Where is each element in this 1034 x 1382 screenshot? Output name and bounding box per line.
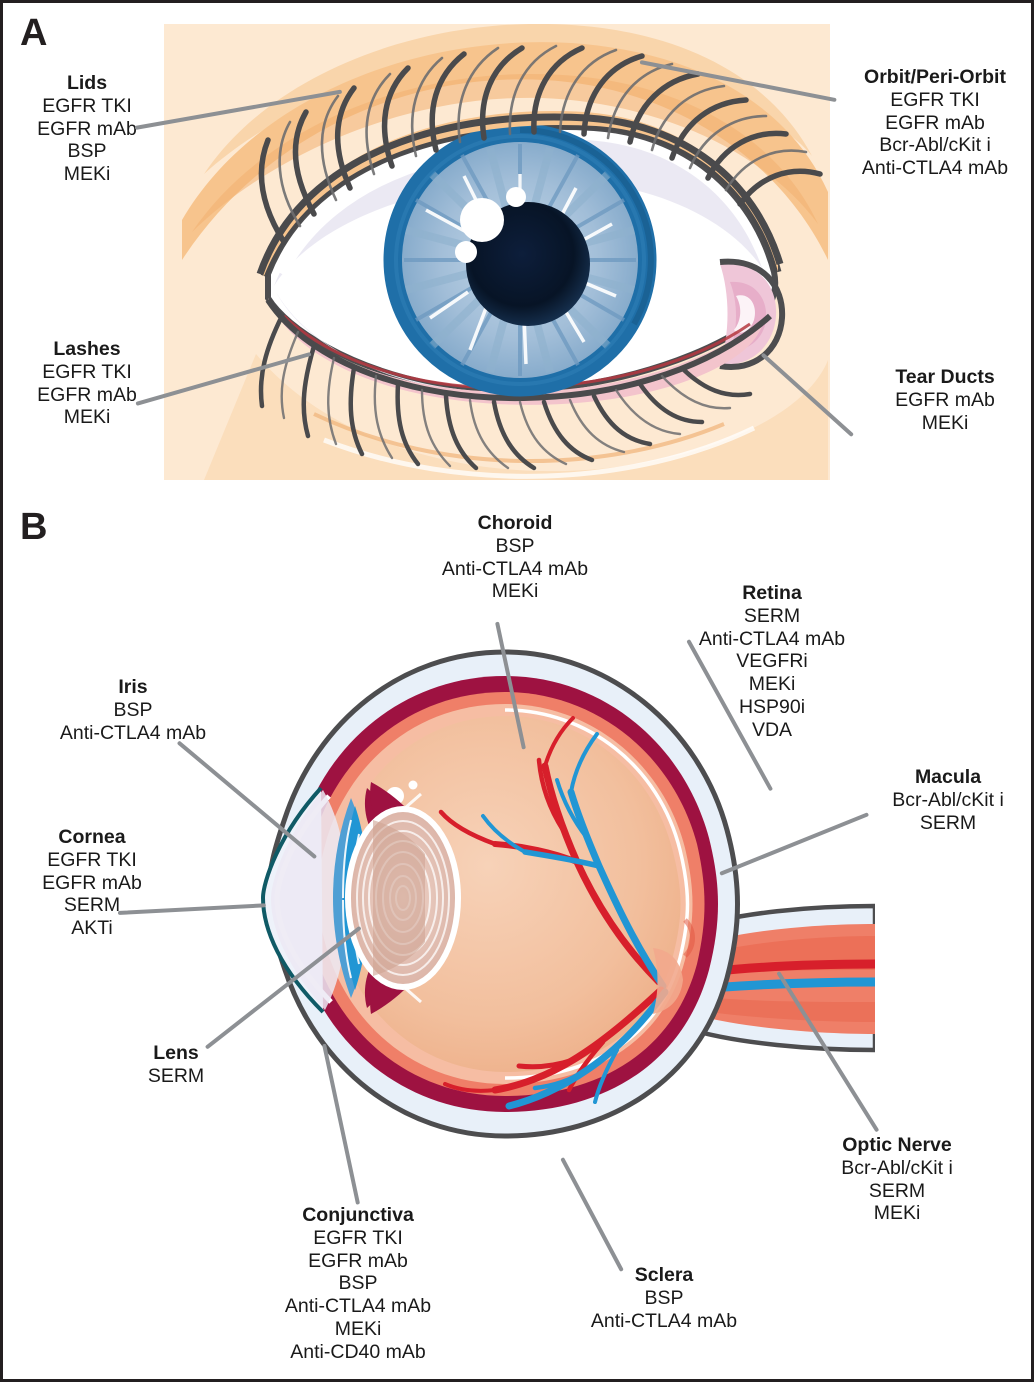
callout-sclera-drug-1: Anti-CTLA4 mAb — [590, 1309, 738, 1332]
callout-orbit-drug-2: Bcr-Abl/cKit i — [879, 134, 991, 157]
callout-retina-drug-1: Anti-CTLA4 mAb — [698, 627, 846, 650]
callout-retina-drug-2: VEGFRi — [736, 650, 808, 673]
panel-a-illustration — [164, 24, 830, 480]
callout-macula-drug-1: SERM — [919, 811, 977, 834]
callout-orbit-title: Orbit/Peri-Orbit — [864, 66, 1006, 88]
callout-conjunctiva-drug-4: MEKi — [334, 1318, 382, 1341]
frame-border-right — [1031, 0, 1034, 1382]
callout-tear-ducts-title: Tear Ducts — [895, 366, 995, 388]
callout-conjunctiva-drug-1: EGFR mAb — [308, 1249, 408, 1272]
callout-conjunctiva-drug-0: EGFR TKI — [313, 1226, 403, 1249]
callout-iris-title: Iris — [118, 676, 148, 698]
callout-iris: Iris BSP Anti-CTLA4 mAb — [22, 676, 244, 744]
callout-sclera-title: Sclera — [634, 1264, 694, 1286]
callout-orbit-drug-0: EGFR TKI — [890, 88, 980, 111]
callout-conjunctiva-drug-2: BSP — [338, 1272, 378, 1295]
callout-retina-title: Retina — [742, 582, 802, 604]
callout-retina-drug-4: HSP90i — [738, 696, 806, 719]
frame-border-top — [0, 0, 1034, 3]
callout-lashes: Lashes EGFR TKI EGFR mAb MEKi — [12, 338, 162, 429]
callout-lashes-title: Lashes — [53, 338, 121, 360]
callout-optic-nerve-drug-1: SERM — [868, 1179, 926, 1202]
callout-retina: Retina SERM Anti-CTLA4 mAb VEGFRi MEKi H… — [662, 582, 882, 742]
callout-cornea-drug-0: EGFR TKI — [47, 848, 137, 871]
callout-iris-drug-1: Anti-CTLA4 mAb — [59, 721, 207, 744]
callout-lens-drug-0: SERM — [147, 1064, 205, 1087]
callout-tear-ducts: Tear Ducts EGFR mAb MEKi — [856, 366, 1034, 434]
callout-orbit-drug-3: Anti-CTLA4 mAb — [861, 157, 1009, 180]
callout-lids-drug-1: EGFR mAb — [37, 117, 137, 140]
callout-cornea: Cornea EGFR TKI EGFR mAb SERM AKTi — [8, 826, 176, 940]
callout-macula-drug-0: Bcr-Abl/cKit i — [892, 788, 1004, 811]
callout-sclera: Sclera BSP Anti-CTLA4 mAb — [552, 1264, 776, 1332]
callout-orbit-drug-1: EGFR mAb — [885, 111, 985, 134]
callout-macula: Macula Bcr-Abl/cKit i SERM — [862, 766, 1034, 834]
callout-optic-nerve: Optic Nerve Bcr-Abl/cKit i SERM MEKi — [798, 1134, 996, 1225]
callout-tear-ducts-drug-0: EGFR mAb — [895, 388, 995, 411]
callout-optic-nerve-title: Optic Nerve — [842, 1134, 952, 1156]
callout-cornea-drug-2: SERM — [63, 894, 121, 917]
frame-border-bottom — [0, 1379, 1034, 1382]
callout-retina-drug-5: VDA — [751, 718, 793, 741]
callout-lids-drug-3: MEKi — [63, 163, 111, 186]
callout-retina-drug-0: SERM — [743, 604, 801, 627]
callout-optic-nerve-drug-2: MEKi — [873, 1202, 921, 1225]
callout-orbit: Orbit/Peri-Orbit EGFR TKI EGFR mAb Bcr-A… — [836, 66, 1034, 180]
panel-a-label: A — [20, 12, 48, 54]
callout-cornea-title: Cornea — [58, 826, 126, 848]
callout-retina-drug-3: MEKi — [748, 673, 796, 696]
leader-line-sclera — [560, 1157, 624, 1272]
callout-lashes-drug-0: EGFR TKI — [42, 360, 132, 383]
panel-b-label: B — [20, 506, 48, 548]
callout-optic-nerve-drug-0: Bcr-Abl/cKit i — [841, 1156, 953, 1179]
retinal-vessels — [438, 716, 669, 1110]
callout-iris-drug-0: BSP — [113, 698, 153, 721]
callout-lids-drug-0: EGFR TKI — [42, 94, 132, 117]
panel-b-illustration — [260, 649, 875, 1139]
callout-conjunctiva: Conjunctiva EGFR TKI EGFR mAb BSP Anti-C… — [248, 1204, 468, 1364]
callout-lids-title: Lids — [66, 72, 108, 94]
callout-cornea-drug-1: EGFR mAb — [42, 871, 142, 894]
callout-choroid: Choroid BSP Anti-CTLA4 mAb MEKi — [380, 512, 650, 603]
callout-lens-title: Lens — [153, 1042, 199, 1064]
callout-lashes-drug-2: MEKi — [63, 406, 111, 429]
callout-lids: Lids EGFR TKI EGFR mAb BSP MEKi — [12, 72, 162, 186]
callout-conjunctiva-drug-5: Anti-CD40 mAb — [290, 1340, 426, 1363]
callout-conjunctiva-drug-3: Anti-CTLA4 mAb — [284, 1295, 432, 1318]
callout-choroid-title: Choroid — [477, 512, 553, 534]
callout-sclera-drug-0: BSP — [644, 1286, 684, 1309]
callout-lids-drug-2: BSP — [67, 140, 107, 163]
callout-lens: Lens SERM — [118, 1042, 234, 1088]
callout-choroid-drug-1: Anti-CTLA4 mAb — [441, 557, 589, 580]
frame-border-left — [0, 0, 3, 1382]
callout-lashes-drug-1: EGFR mAb — [37, 383, 137, 406]
callout-choroid-drug-0: BSP — [495, 534, 535, 557]
callout-conjunctiva-title: Conjunctiva — [302, 1204, 414, 1226]
callout-macula-title: Macula — [914, 766, 982, 788]
callout-choroid-drug-2: MEKi — [491, 580, 539, 603]
callout-cornea-drug-3: AKTi — [71, 917, 113, 940]
callout-tear-ducts-drug-1: MEKi — [921, 411, 969, 434]
